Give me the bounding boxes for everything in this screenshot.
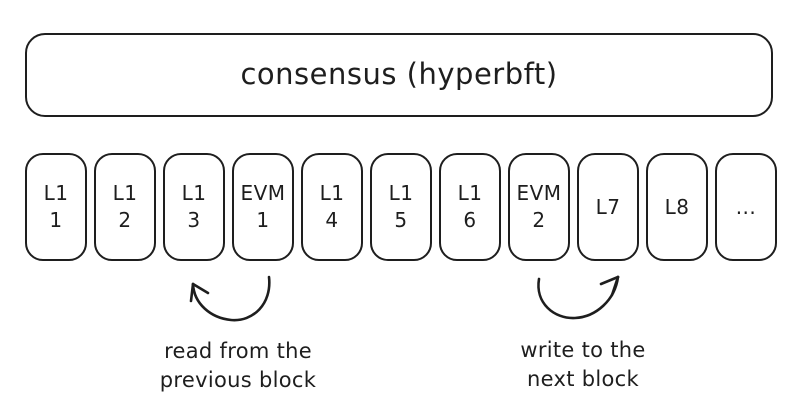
block-label: L7: [595, 194, 621, 219]
write-annotation: write to the next block: [483, 336, 683, 394]
block-number: 3: [187, 208, 201, 232]
block-ellipsis: ...: [715, 153, 777, 261]
block-label: L1: [319, 181, 345, 205]
block-evm-1: EVM 1: [232, 153, 294, 261]
block-number: 1: [256, 208, 270, 232]
block-evm-2: EVM 2: [508, 153, 570, 261]
block-label: L1: [43, 181, 69, 205]
block-label: EVM: [240, 181, 286, 205]
write-annotation-line2: next block: [527, 367, 639, 391]
block-number: 2: [532, 208, 546, 232]
read-arrow-icon: [189, 275, 271, 322]
block-label: L1: [181, 181, 207, 205]
block-l1-2: L1 2: [94, 153, 156, 261]
block-l1-5: L1 5: [370, 153, 432, 261]
block-l1-3: L1 3: [163, 153, 225, 261]
block-number: 6: [463, 208, 477, 232]
block-number: 5: [394, 208, 408, 232]
write-arrow-icon: [537, 275, 620, 320]
block-label: ...: [735, 194, 757, 219]
blocks-row: L1 1 L1 2 L1 3 EVM 1 L1 4 L1 5 L1 6 EVM: [25, 153, 777, 261]
consensus-box: consensus (hyperbft): [25, 33, 773, 117]
block-label: L1: [388, 181, 414, 205]
block-l7: L7: [577, 153, 639, 261]
block-label: EVM: [516, 181, 562, 205]
block-label: L1: [112, 181, 138, 205]
read-annotation: read from the previous block: [138, 337, 338, 395]
write-annotation-line1: write to the: [520, 338, 646, 362]
block-l1-4: L1 4: [301, 153, 363, 261]
block-l1-1: L1 1: [25, 153, 87, 261]
block-number: 2: [118, 208, 132, 232]
read-annotation-line2: previous block: [159, 368, 317, 392]
read-annotation-line1: read from the: [164, 339, 312, 363]
block-number: 1: [49, 208, 63, 232]
block-l1-6: L1 6: [439, 153, 501, 261]
block-number: 4: [325, 208, 339, 232]
consensus-label: consensus (hyperbft): [240, 57, 558, 91]
block-l8: L8: [646, 153, 708, 261]
block-label: L1: [457, 181, 483, 205]
block-label: L8: [664, 194, 690, 219]
